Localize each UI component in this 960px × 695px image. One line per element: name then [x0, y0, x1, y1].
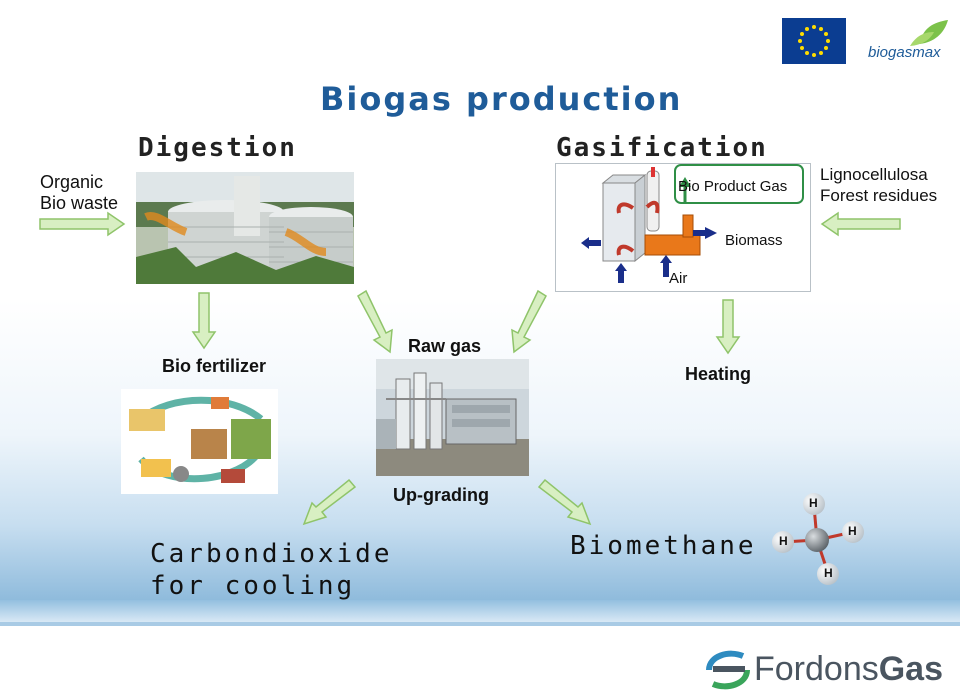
fertilizer-cycle-image	[121, 389, 278, 494]
fordonsgas-wordmark-fordons: Fordons	[754, 650, 879, 688]
bio-fertilizer-label: Bio fertilizer	[162, 356, 267, 376]
hydrogen-atom-top: H	[809, 496, 818, 510]
eu-stars-icon	[798, 25, 830, 57]
bio-waste-label: Bio waste	[40, 193, 119, 213]
biomass-label: Biomass	[725, 232, 783, 249]
upgrading-label: Up-grading	[393, 485, 489, 505]
hydrogen-atom-bottom: H	[824, 566, 833, 580]
hydrogen-atom-right: H	[848, 524, 857, 538]
gasification-heading: Gasification	[556, 133, 768, 163]
biogasmax-logo: biogasmax	[862, 14, 952, 70]
heating-label: Heating	[685, 364, 752, 384]
methane-molecule-icon	[772, 493, 864, 585]
air-label: Air	[669, 270, 688, 287]
bio-product-gas-label: Bio Product Gas	[678, 178, 788, 195]
digestion-heading: Digestion	[138, 133, 297, 163]
eu-flag-logo	[782, 18, 846, 64]
biogasmax-wordmark: biogasmax	[868, 44, 941, 61]
for-cooling-label: for cooling	[150, 571, 356, 601]
hydrogen-atom-left: H	[779, 534, 788, 548]
fordonsgas-wordmark-gas: Gas	[878, 650, 943, 688]
page-title: Biogas production	[320, 80, 683, 118]
digester-plant-image	[136, 172, 354, 284]
lignocellulosa-label: Lignocellulosa	[820, 165, 928, 184]
forest-residues-label: Forest residues	[820, 186, 938, 205]
gasifier-diagram	[555, 163, 811, 292]
fordonsgas-swirl-icon	[706, 650, 750, 690]
organic-label: Organic	[40, 172, 104, 192]
carbondioxide-label: Carbondioxide	[150, 539, 393, 569]
leaf-icon	[910, 20, 948, 46]
upgrading-plant-image	[376, 359, 529, 476]
fordonsgas-wordmark: FordonsGas	[754, 650, 943, 689]
biomethane-label: Biomethane	[570, 531, 757, 561]
raw-gas-label: Raw gas	[408, 336, 482, 356]
